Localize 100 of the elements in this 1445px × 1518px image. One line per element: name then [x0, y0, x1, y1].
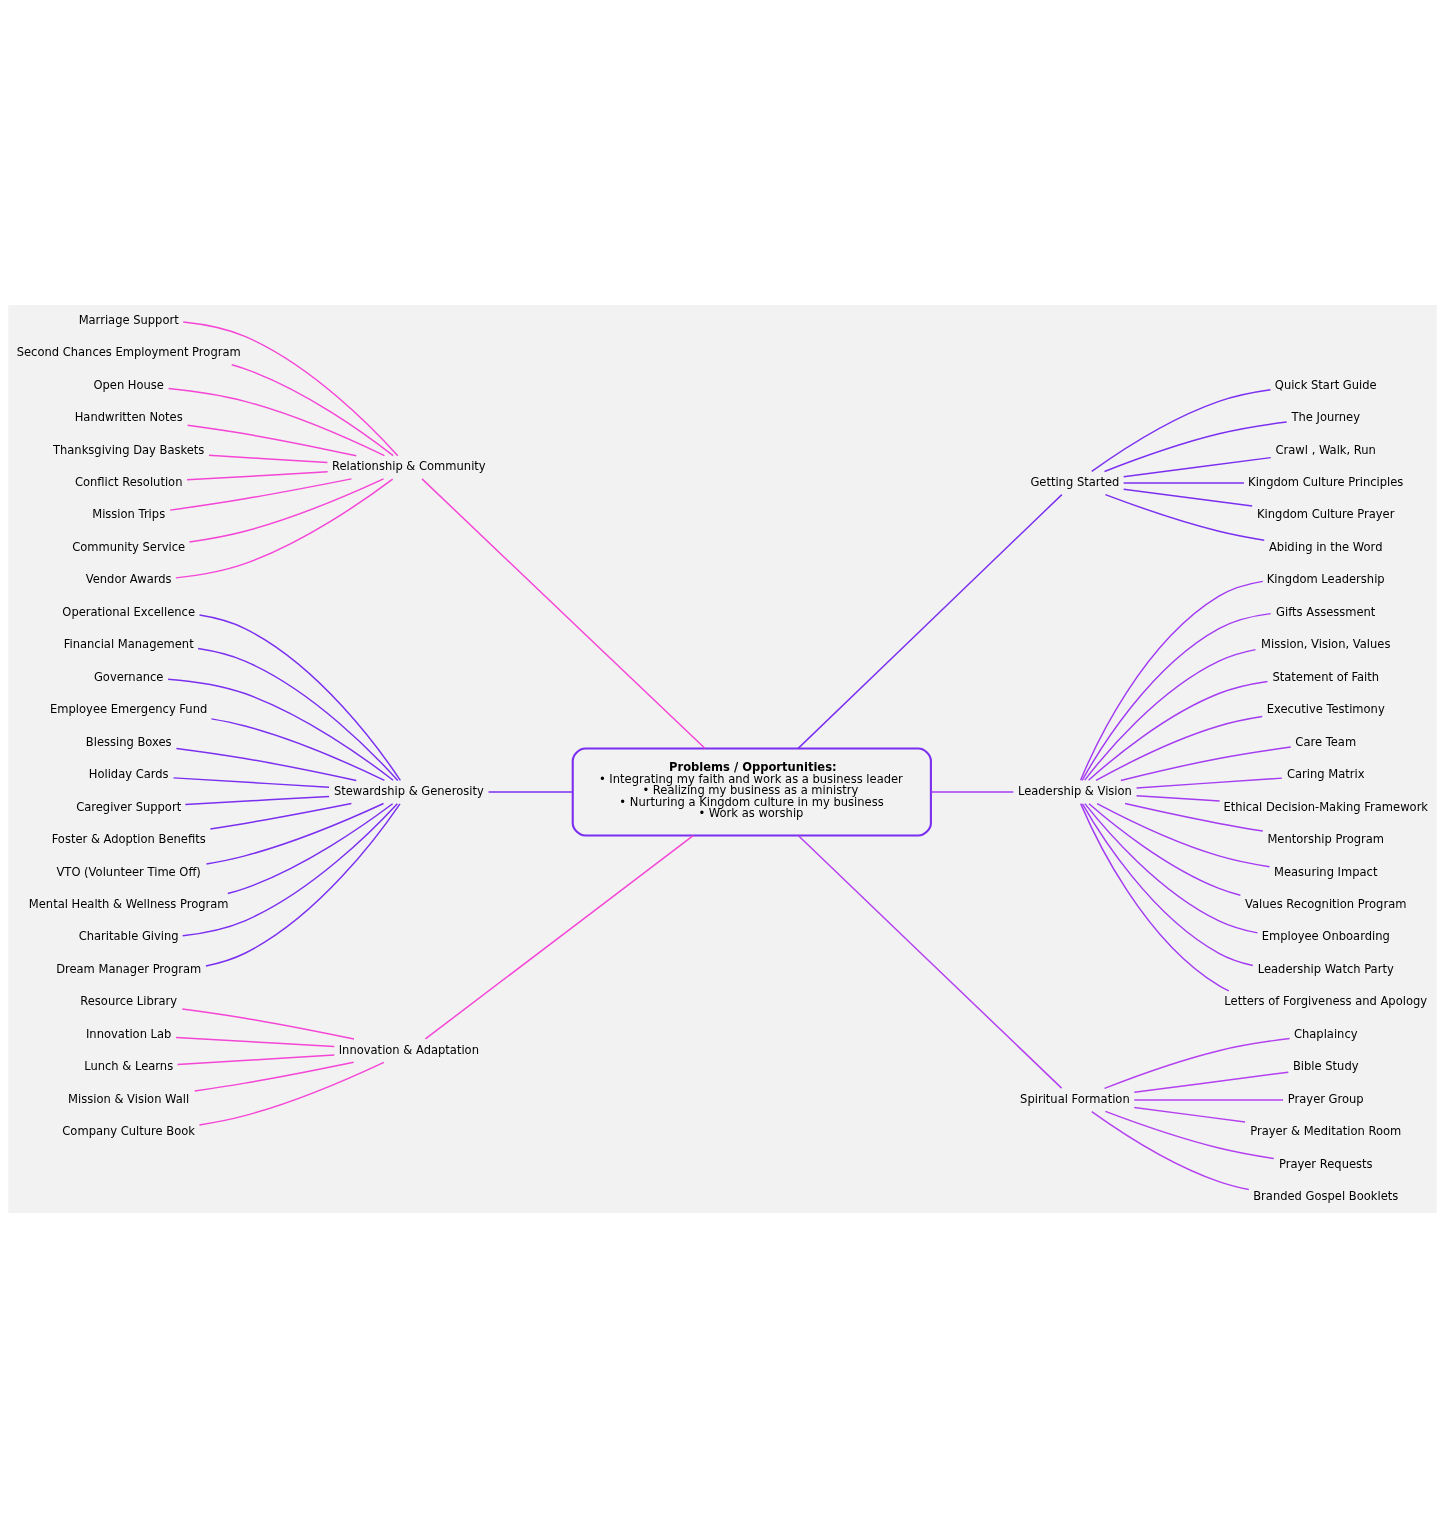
- connector: [169, 478, 353, 511]
- node-text: Gifts Assessment: [1276, 604, 1376, 619]
- connector: [1091, 1110, 1250, 1191]
- connector: [167, 387, 386, 457]
- connector: [184, 795, 330, 806]
- connector: [1122, 482, 1245, 484]
- connector: [205, 802, 385, 865]
- node-text: Spiritual Formation: [1020, 1091, 1130, 1106]
- node-text: Ethical Decision-Making Framework: [1223, 799, 1429, 814]
- connector: [188, 478, 385, 543]
- node-text: Kingdom Culture Principles: [1248, 474, 1404, 489]
- node-text: Marriage Support: [78, 312, 179, 327]
- node-text: Mental Health & Wellness Program: [28, 897, 229, 912]
- node-text: Abiding in the Word: [1269, 539, 1383, 554]
- connector: [797, 835, 1063, 1089]
- node-text: Employee Onboarding: [1261, 929, 1390, 944]
- node-text: Charitable Giving: [78, 929, 179, 944]
- connector: [1079, 802, 1230, 992]
- node-text: Letters of Forgiveness and Apology: [1224, 994, 1428, 1009]
- node-text: Care Team: [1295, 734, 1357, 749]
- node-text: The Journey: [1291, 410, 1361, 425]
- node-text: Operational Excellence: [62, 604, 196, 619]
- connector: [198, 1061, 385, 1126]
- node-text: Kingdom Leadership: [1266, 572, 1385, 587]
- node-text: Quick Start Guide: [1274, 377, 1377, 392]
- node-text: Thanksgiving Day Baskets: [53, 442, 205, 457]
- connector: [930, 791, 1015, 793]
- connector: [1081, 803, 1254, 967]
- connector: [1079, 580, 1264, 781]
- connector: [210, 718, 386, 782]
- node-text: Leadership Watch Party: [1257, 961, 1394, 976]
- connector: [1135, 795, 1221, 802]
- connector: [1103, 1037, 1291, 1090]
- node-text: Mission Trips: [92, 507, 166, 522]
- connector: [421, 478, 706, 749]
- connector: [1122, 456, 1272, 478]
- connector: [1133, 1071, 1290, 1093]
- node-text: Getting Started: [1030, 474, 1120, 489]
- connector: [1133, 1106, 1246, 1123]
- connector: [1133, 1099, 1284, 1101]
- connector: [197, 647, 399, 782]
- node-text: Mission & Vision Wall: [68, 1091, 190, 1106]
- connector: [1122, 488, 1253, 507]
- node-box: Problems / Opportunities: • Integrating my faith and work as a business leader • Realizing my business as a ministry • Nurturing a Kingdom culture in my business • Work as worship: [571, 747, 932, 837]
- node-text: Financial Management: [63, 637, 194, 652]
- connector: [175, 478, 394, 579]
- connector: [1084, 648, 1257, 781]
- connector: [797, 493, 1063, 750]
- connector: [1087, 680, 1269, 781]
- node-text: Blessing Boxes: [85, 734, 172, 749]
- node-text: Prayer Requests: [1278, 1156, 1373, 1171]
- node-text: Mission, Vision, Values: [1261, 637, 1391, 652]
- connector: [205, 803, 401, 967]
- node-text: Values Recognition Program: [1245, 897, 1407, 912]
- node-text: Bible Study: [1292, 1059, 1359, 1074]
- node-text: Employee Emergency Fund: [50, 702, 208, 717]
- connector: [424, 834, 694, 1040]
- node-text: VTO (Volunteer Time Off): [56, 864, 201, 879]
- node-text: Prayer & Meditation Room: [1250, 1124, 1402, 1139]
- connector: [194, 1061, 355, 1092]
- connector: [1091, 389, 1272, 473]
- node-text: Chaplaincy: [1293, 1026, 1358, 1041]
- node-text: Lunch & Learns: [84, 1059, 174, 1074]
- connector: [1103, 421, 1288, 473]
- node-text: Relationship & Community: [332, 459, 486, 474]
- node-text: Company Culture Book: [62, 1124, 196, 1139]
- connector: [1104, 1110, 1275, 1160]
- connector: [181, 1008, 355, 1040]
- node-text: Conflict Resolution: [74, 474, 183, 489]
- node-text: Mentorship Program: [1267, 832, 1385, 847]
- node-text: Executive Testimony: [1266, 702, 1385, 717]
- node-text: Vendor Awards: [85, 572, 172, 587]
- node-text: Handwritten Notes: [74, 410, 183, 425]
- connector: [167, 678, 394, 781]
- node-text: Leadership & Vision: [1017, 783, 1132, 798]
- connector: [227, 803, 394, 895]
- node-text: Innovation Lab: [85, 1026, 172, 1041]
- node-text: Caring Matrix: [1286, 767, 1365, 782]
- connector: [1096, 802, 1271, 868]
- node-text: Prayer Group: [1287, 1091, 1364, 1106]
- connector: [1120, 746, 1292, 782]
- connector: [175, 747, 357, 782]
- node-text: Resource Library: [80, 994, 178, 1009]
- connector: [176, 1054, 335, 1066]
- node-text: Foster & Adoption Benefits: [51, 832, 206, 847]
- node-text: Governance: [93, 669, 164, 684]
- node-text: Stewardship & Generosity: [333, 783, 484, 798]
- connector: [209, 802, 353, 830]
- connector: [1084, 802, 1259, 934]
- node-text: Second Chances Employment Program: [16, 345, 241, 360]
- node-text: Community Service: [72, 539, 186, 554]
- connector: [1095, 715, 1263, 782]
- node-text: Branded Gospel Booklets: [1253, 1189, 1399, 1204]
- node-text: Statement of Faith: [1272, 669, 1380, 684]
- connector: [181, 802, 399, 937]
- node-text: Caregiver Support: [76, 799, 182, 814]
- connector: [186, 471, 329, 481]
- node-text: Kingdom Culture Prayer: [1257, 507, 1395, 522]
- connector: [231, 364, 394, 457]
- connector: [182, 321, 399, 457]
